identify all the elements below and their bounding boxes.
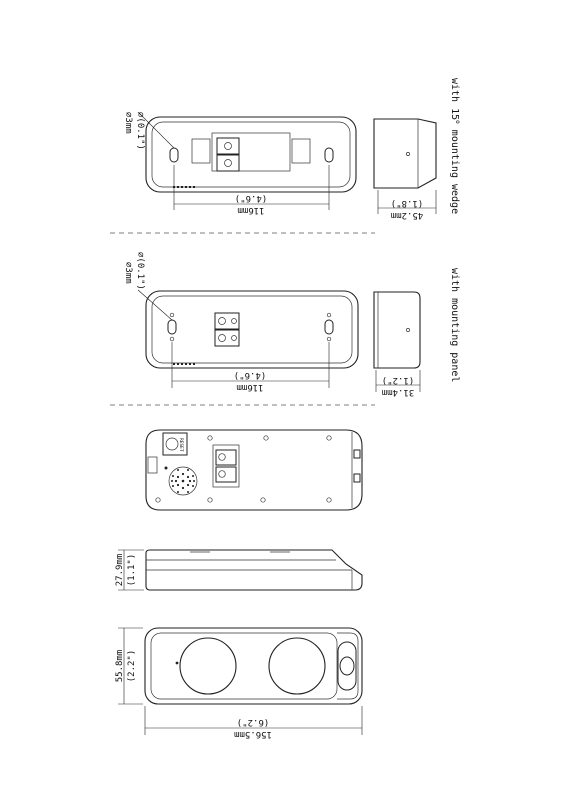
side-view: 27.9mm (1.1") — [115, 549, 363, 591]
panel-hole-leader — [137, 289, 173, 321]
panel-depth-in: (1.2") — [382, 375, 415, 385]
panel-caption: with mounting panel — [449, 268, 460, 382]
panel-terminal-1 — [214, 312, 240, 330]
wedge-hole-diameter-mm: ⌀3mm — [123, 112, 133, 134]
side-thickness-in: (1.1") — [127, 554, 137, 587]
wedge-side-profile — [373, 118, 437, 189]
front-height-mm: 55.8mm — [115, 650, 125, 683]
front-length-mm: 156.5mm — [234, 729, 272, 739]
wedge-device-outline — [145, 116, 357, 193]
wedge-hole-diameter-in: ⌀(0.1") — [135, 112, 145, 150]
wedge-hole-leader — [137, 111, 175, 149]
back-device-outline — [145, 429, 363, 511]
panel-width-mm: 116mm — [236, 382, 263, 392]
back-view: RESET — [145, 429, 363, 511]
wedge-depth-mm: 45.2mm — [391, 210, 424, 220]
panel-depth-mm: 31.4mm — [382, 387, 415, 397]
reset-button-label: RESET — [178, 438, 184, 452]
back-mic-hole — [164, 466, 168, 470]
front-sensor-dot — [175, 661, 179, 665]
wedge-width-mm: 116mm — [237, 205, 264, 215]
wedge-center-plate — [211, 132, 291, 172]
wedge-depth-in: (1.8") — [391, 198, 424, 208]
wedge-left-mounting-hole — [169, 147, 179, 163]
panel-right-mounting-hole — [324, 319, 334, 335]
panel-side-profile — [373, 291, 421, 369]
wedge-caption: with 15o mounting wedge — [449, 78, 461, 214]
front-button-panel — [337, 632, 359, 700]
front-left-lens — [179, 637, 237, 695]
front-view: 55.8mm (2.2") (6.2") 156.5mm — [115, 627, 363, 739]
wedge-right-mounting-hole — [324, 147, 334, 163]
panel-hole-diameter-mm: ⌀3mm — [123, 262, 133, 284]
side-device-outline — [145, 549, 363, 591]
speaker-grille — [168, 466, 198, 496]
panel-device-inner-outline — [151, 295, 353, 364]
wedge-width-in: (4.6") — [235, 193, 268, 203]
panel-width-in: (4.6") — [234, 370, 267, 380]
wedge-right-pad — [291, 138, 311, 164]
wedge-side-screw — [406, 152, 410, 156]
panel-terminal-2 — [214, 329, 240, 347]
wedge-device-inner-outline — [151, 121, 351, 188]
wedge-terminal-1-screw — [224, 142, 232, 150]
back-terminal-plate — [212, 444, 240, 488]
panel-left-mounting-hole — [167, 319, 177, 335]
front-right-lens — [268, 637, 326, 695]
call-button — [339, 656, 355, 676]
panel-hole-diameter-in: ⌀(0.1") — [135, 252, 145, 290]
panel-vent-dots — [173, 363, 195, 365]
front-device-outline — [144, 627, 363, 705]
side-thickness-mm: 27.9mm — [115, 554, 125, 587]
wedge-terminal-2 — [216, 154, 240, 172]
panel-view: ⌀3mm ⌀(0.1") (4.6") 116mm (1.2") 31.4mm … — [123, 252, 460, 397]
front-face-panel — [150, 632, 338, 700]
wedge-view: ⌀3mm ⌀(0.1") (4.6") 116mm (1.8") 45.2mm … — [123, 78, 461, 220]
back-clip-tab — [147, 456, 158, 474]
wedge-left-pad — [191, 138, 211, 164]
front-height-in: (2.2") — [127, 650, 137, 683]
panel-device-outline — [145, 290, 359, 369]
wedge-terminal-1 — [216, 137, 240, 155]
wedge-terminal-2-screw — [224, 159, 232, 167]
panel-side-screw — [406, 328, 410, 332]
front-length-in: (6.2") — [237, 717, 270, 727]
reset-button — [165, 437, 179, 451]
